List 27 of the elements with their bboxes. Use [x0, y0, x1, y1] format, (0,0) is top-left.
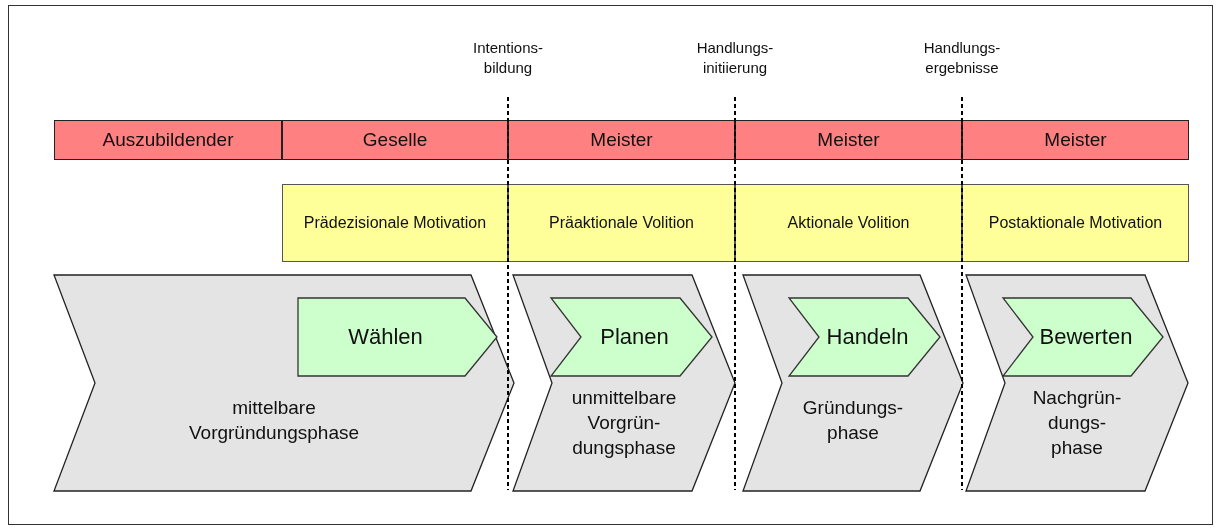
- role-cell: Meister: [735, 120, 962, 160]
- step-label: Bewerten: [1038, 323, 1134, 351]
- chevron-shape: [789, 298, 940, 376]
- role-cell: Meister: [508, 120, 735, 160]
- step-label: Planen: [599, 323, 670, 351]
- milestone-label: Handlungs- ergebnisse: [922, 38, 1002, 78]
- role-cell: Meister: [962, 120, 1189, 160]
- phase-label: mittelbare Vorgründungsphase: [187, 396, 361, 445]
- phase-box: Präaktionale Volition: [508, 184, 735, 262]
- chevron-shape: [1003, 298, 1163, 376]
- step-label: Wählen: [347, 323, 424, 351]
- step-label: Handeln: [825, 323, 910, 351]
- phase-label: Gründungs- phase: [801, 396, 905, 445]
- phase-box: Prädezisionale Motivation: [282, 184, 508, 262]
- role-cell: Geselle: [282, 120, 508, 160]
- chevron-shape: [298, 298, 497, 376]
- chevron-shape: [966, 275, 1188, 491]
- chevron-shape: [743, 275, 963, 491]
- milestone-label: Intentions- bildung: [471, 38, 544, 78]
- milestone-label: Handlungs- initiierung: [695, 38, 775, 78]
- phase-box: Postaktionale Motivation: [962, 184, 1189, 262]
- chevron-shape: [513, 275, 735, 491]
- chevron-shape: [551, 298, 712, 376]
- phase-box: Aktionale Volition: [735, 184, 962, 262]
- role-cell: Auszubildender: [54, 120, 282, 160]
- phase-label: Nachgrün- dungs- phase: [1031, 386, 1123, 460]
- phase-label: unmittelbare Vorgrün- dungsphase: [570, 386, 678, 460]
